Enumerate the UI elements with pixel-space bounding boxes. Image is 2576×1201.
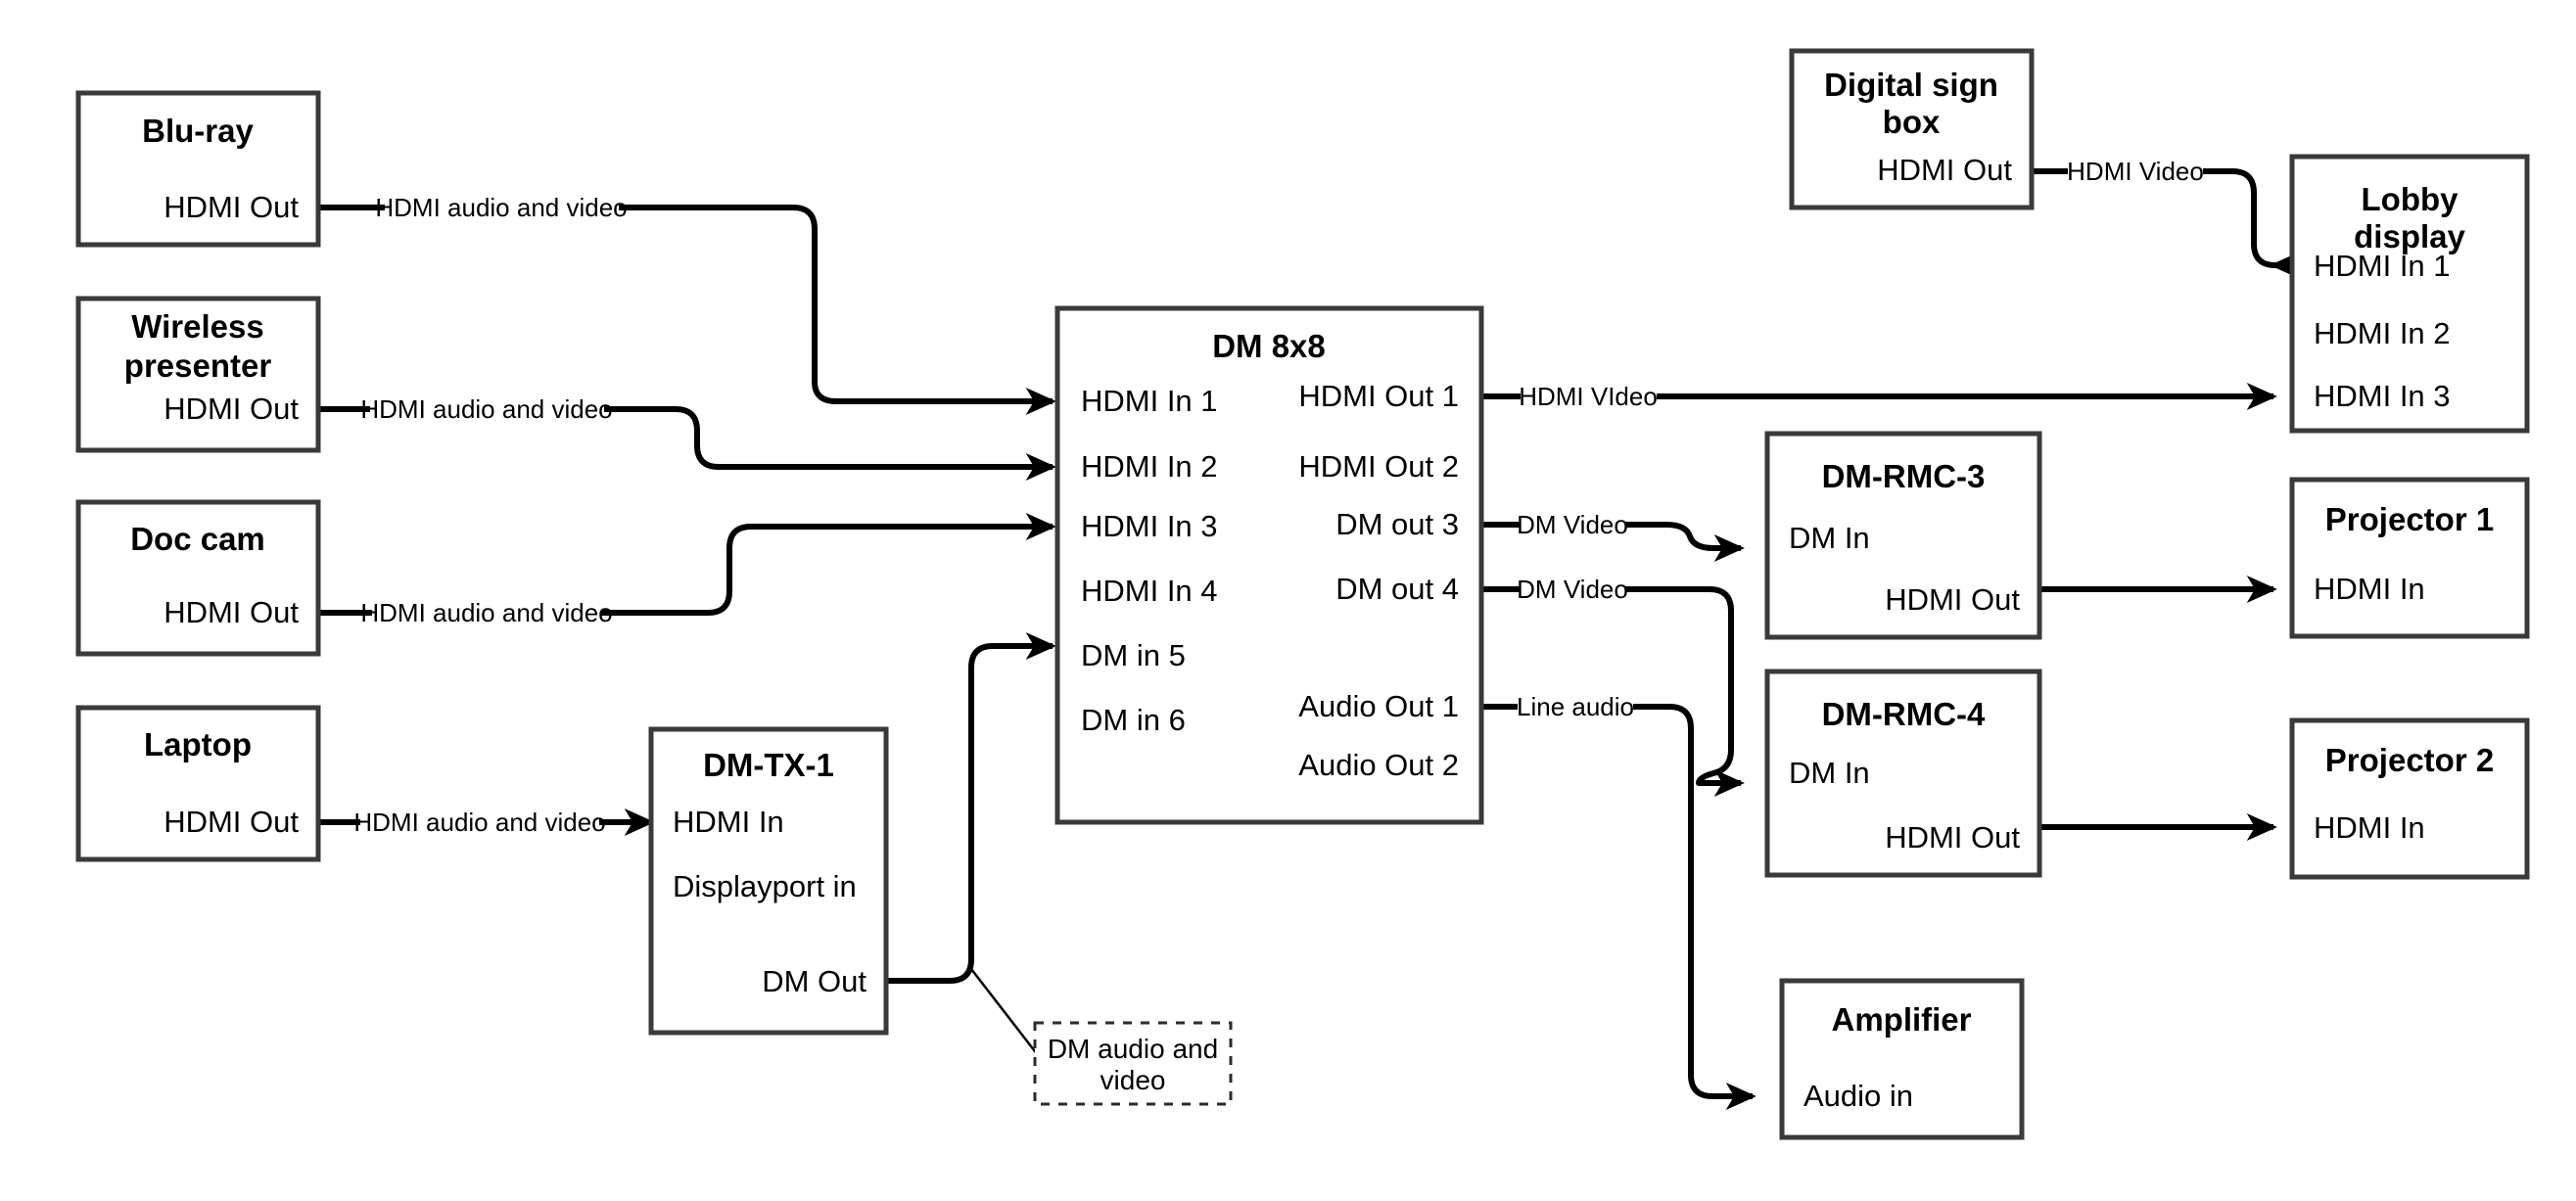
node-title-projector1: Projector 1 <box>2325 501 2494 537</box>
node-title-laptop: Laptop <box>144 726 252 762</box>
port-lobby-hdmi-in-1: HDMI In 1 <box>2314 249 2451 283</box>
node-title-doccam: Doc cam <box>130 521 265 557</box>
node-title-dm8x8: DM 8x8 <box>1212 328 1326 364</box>
node-laptop[interactable]: Laptop HDMI Out <box>75 705 321 862</box>
link-laptop-to-dmtx1: HDMI audio and video <box>318 808 651 837</box>
link-label-audio-out-1: Line audio <box>1517 692 1634 721</box>
port-rmc4-hdmi-out: HDMI Out <box>1885 820 2020 855</box>
link-dm-out-4-to-rmc4: DM Video <box>1481 575 1741 783</box>
node-projector-1[interactable]: Projector 1 HDMI In <box>2289 477 2530 639</box>
node-title-wireless-line1: Wireless <box>131 308 263 345</box>
port-projector1-hdmi-in: HDMI In <box>2314 572 2425 606</box>
port-rmc3-dm-in: DM In <box>1789 521 1870 555</box>
port-amplifier-audio-in: Audio in <box>1803 1079 1913 1113</box>
link-bluray-to-hdmi-in-1: HDMI audio and video <box>318 193 1053 401</box>
link-dmtx1-to-dm-in-5 <box>886 631 1056 1056</box>
node-title-lobby-line1: Lobby <box>2362 181 2459 217</box>
node-title-rmc3: DM-RMC-3 <box>1822 458 1986 494</box>
node-dm-8x8[interactable]: DM 8x8 HDMI In 1 HDMI In 2 HDMI In 3 HDM… <box>1054 305 1484 825</box>
port-dm8x8-dm-in-6: DM in 6 <box>1081 703 1186 737</box>
node-amplifier[interactable]: Amplifier Audio in <box>1779 978 2025 1140</box>
node-dm-rmc-3[interactable]: DM-RMC-3 DM In HDMI Out <box>1764 431 2042 640</box>
link-audio-out-1-to-amplifier: Line audio <box>1481 692 1753 1096</box>
port-dm8x8-audio-out-2: Audio Out 2 <box>1298 748 1459 782</box>
port-dm8x8-dm-in-5: DM in 5 <box>1081 638 1186 672</box>
port-lobby-hdmi-in-2: HDMI In 2 <box>2314 316 2451 350</box>
port-dm8x8-audio-out-1: Audio Out 1 <box>1298 689 1459 723</box>
node-title-amplifier: Amplifier <box>1831 1001 1971 1038</box>
node-title-rmc4: DM-RMC-4 <box>1822 696 1986 732</box>
link-label-laptop: HDMI audio and video <box>353 808 605 837</box>
port-wireless-hdmi-out: HDMI Out <box>164 392 299 426</box>
link-label-digital-sign: HDMI Video <box>2067 157 2204 186</box>
node-title-lobby-line2: display <box>2354 218 2465 254</box>
node-projector-2[interactable]: Projector 2 HDMI In <box>2289 717 2530 880</box>
port-dm8x8-dm-out-3: DM out 3 <box>1335 507 1459 541</box>
annotation-dm-audio-and-video: DM audio and video <box>1033 1021 1233 1106</box>
annotation-dm-av-line1: DM audio and <box>1048 1034 1218 1064</box>
node-doc-cam[interactable]: Doc cam HDMI Out <box>75 499 321 657</box>
link-doccam-to-hdmi-in-3: HDMI audio and video <box>318 527 1053 627</box>
port-rmc3-hdmi-out: HDMI Out <box>1885 582 2020 617</box>
link-label-hdmi-out-1: HDMI VIdeo <box>1519 382 1658 411</box>
port-dm8x8-hdmi-in-1: HDMI In 1 <box>1081 384 1218 418</box>
node-digital-sign-box[interactable]: Digital sign box HDMI Out <box>1789 48 2035 210</box>
port-doccam-hdmi-out: HDMI Out <box>164 595 299 629</box>
node-title-digitalsign-line2: box <box>1883 104 1941 140</box>
node-title-digitalsign-line1: Digital sign <box>1824 67 1998 103</box>
node-title-dmtx1: DM-TX-1 <box>703 747 834 783</box>
link-label-doccam: HDMI audio and video <box>360 598 612 627</box>
port-dmtx1-hdmi-in: HDMI In <box>673 805 784 839</box>
node-title-bluray: Blu-ray <box>142 113 254 149</box>
port-dm8x8-hdmi-in-4: HDMI In 4 <box>1081 574 1218 608</box>
node-lobby-display[interactable]: Lobby display HDMI In 1 HDMI In 2 HDMI I… <box>2289 154 2530 434</box>
annotation-dm-av-line2: video <box>1101 1065 1166 1095</box>
annotation-leader-line <box>970 968 1039 1056</box>
port-dmtx1-dm-out: DM Out <box>762 964 866 998</box>
link-hdmi-out-1-to-lobby-hdmi-in-3: HDMI VIdeo <box>1481 382 2273 411</box>
node-bluray[interactable]: Blu-ray HDMI Out <box>75 90 321 248</box>
port-dmtx1-displayport-in: Displayport in <box>673 869 857 903</box>
node-dm-tx-1[interactable]: DM-TX-1 HDMI In Displayport in DM Out <box>648 726 889 1036</box>
port-dm8x8-hdmi-in-2: HDMI In 2 <box>1081 449 1218 484</box>
link-dm-out-3-to-rmc3: DM Video <box>1481 510 1741 548</box>
link-label-wireless: HDMI audio and video <box>360 394 612 424</box>
port-bluray-hdmi-out: HDMI Out <box>164 190 299 224</box>
link-label-bluray: HDMI audio and video <box>375 193 627 222</box>
node-title-wireless-line2: presenter <box>124 347 272 384</box>
port-digitalsign-hdmi-out: HDMI Out <box>1877 153 2012 187</box>
port-dm8x8-dm-out-4: DM out 4 <box>1335 572 1459 606</box>
node-title-projector2: Projector 2 <box>2325 742 2494 778</box>
node-wireless-presenter[interactable]: Wireless presenter HDMI Out <box>75 296 321 453</box>
port-projector2-hdmi-in: HDMI In <box>2314 810 2425 845</box>
link-label-dm-out-4: DM Video <box>1517 575 1628 604</box>
port-lobby-hdmi-in-3: HDMI In 3 <box>2314 379 2451 413</box>
port-rmc4-dm-in: DM In <box>1789 756 1870 790</box>
node-dm-rmc-4[interactable]: DM-RMC-4 DM In HDMI Out <box>1764 669 2042 878</box>
link-digital-sign-to-lobby-hdmi-in-1: HDMI Video <box>2032 157 2275 265</box>
link-wireless-to-hdmi-in-2: HDMI audio and video <box>318 394 1053 467</box>
link-label-dm-out-3: DM Video <box>1517 510 1628 539</box>
port-laptop-hdmi-out: HDMI Out <box>164 805 299 839</box>
port-dm8x8-hdmi-out-2: HDMI Out 2 <box>1298 449 1459 484</box>
port-dm8x8-hdmi-out-1: HDMI Out 1 <box>1298 379 1459 413</box>
port-dm8x8-hdmi-in-3: HDMI In 3 <box>1081 509 1218 543</box>
